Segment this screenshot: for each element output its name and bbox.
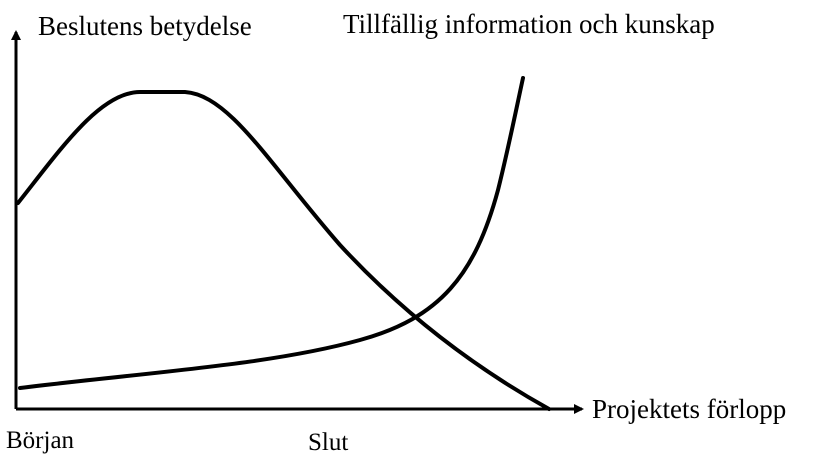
decision-importance-curve xyxy=(16,90,551,411)
x-axis-label: Projektets förlopp xyxy=(592,394,786,424)
x-end-label: Slut xyxy=(308,429,348,456)
y-axis-label: Beslutens betydelse xyxy=(38,11,252,41)
knowledge-curve xyxy=(18,76,525,390)
knowledge-curve-label: Tillfällig information och kunskap xyxy=(343,9,715,39)
x-start-label: Början xyxy=(6,427,75,454)
